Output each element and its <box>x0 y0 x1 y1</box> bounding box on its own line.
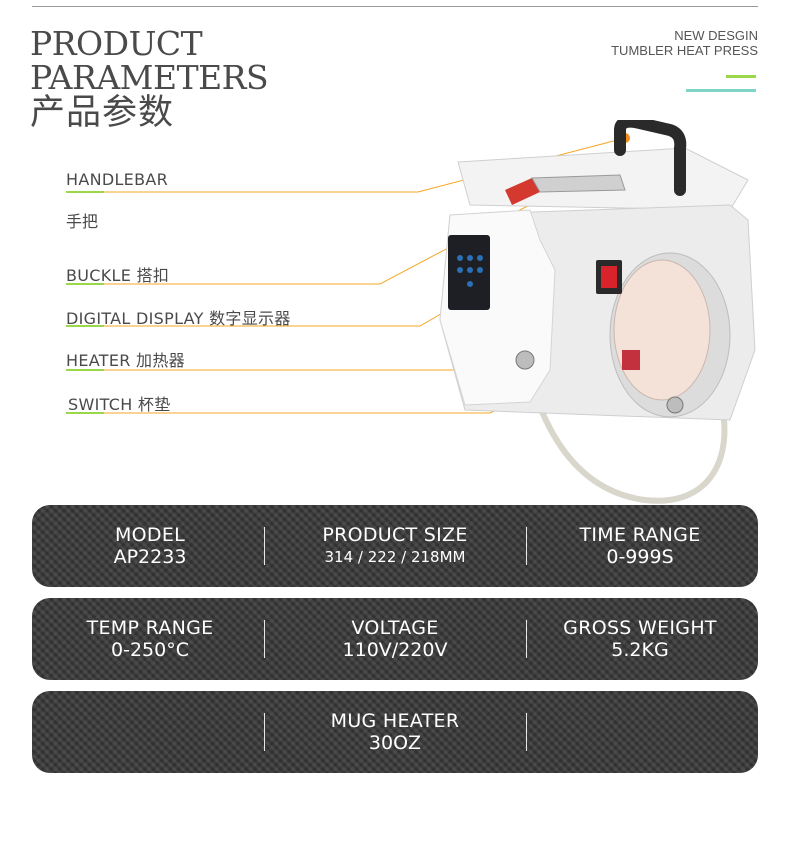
label-buckle: BUCKLE 搭扣 <box>66 266 170 285</box>
param-cell-mug-heater: MUG HEATER 30OZ <box>277 691 513 773</box>
param-value: 110V/220V <box>342 639 448 661</box>
label-underline <box>66 191 104 193</box>
param-value: 0-999S <box>606 546 674 568</box>
param-value: 30OZ <box>368 732 422 754</box>
param-divider <box>526 527 527 565</box>
accent-bar <box>726 75 756 78</box>
param-cell-temp-range: TEMP RANGE 0-250°C <box>32 598 268 680</box>
param-row: MODEL AP2233 PRODUCT SIZE 314 / 222 / 21… <box>32 505 758 587</box>
param-title: MUG HEATER <box>330 710 460 732</box>
label-handlebar-cn: 手把 <box>66 212 99 231</box>
param-value: 314 / 222 / 218MM <box>324 548 466 566</box>
label-digital-display: DIGITAL DISPLAY 数字显示器 <box>66 309 291 328</box>
param-value: 0-250°C <box>111 639 189 661</box>
product-tagline: NEW DESGIN TUMBLER HEAT PRESS <box>611 28 758 58</box>
param-divider <box>264 620 265 658</box>
param-divider <box>526 620 527 658</box>
param-divider <box>264 713 265 751</box>
param-cell-model: MODEL AP2233 <box>32 505 268 587</box>
param-title: PRODUCT SIZE <box>322 524 468 546</box>
param-title: GROSS WEIGHT <box>563 617 717 639</box>
param-title: TEMP RANGE <box>86 617 214 639</box>
label-switch: SWITCH 杯垫 <box>68 395 171 414</box>
label-heater: HEATER 加热器 <box>66 351 185 370</box>
top-divider <box>32 6 758 7</box>
param-title: VOLTAGE <box>351 617 439 639</box>
page-title: PRODUCT PARAMETERS <box>30 24 269 97</box>
param-cell-product-size: PRODUCT SIZE 314 / 222 / 218MM <box>277 505 513 587</box>
param-divider <box>526 713 527 751</box>
param-value: 5.2KG <box>611 639 669 661</box>
param-cell-time-range: TIME RANGE 0-999S <box>522 505 758 587</box>
param-value: AP2233 <box>113 546 187 568</box>
heat-press-illustration <box>439 120 756 504</box>
param-title: MODEL <box>114 524 186 546</box>
param-row: MUG HEATER 30OZ <box>32 691 758 773</box>
tagline-line-1: NEW DESGIN <box>674 28 758 43</box>
param-title: TIME RANGE <box>579 524 701 546</box>
accent-bar <box>686 89 756 92</box>
tagline-line-2: TUMBLER HEAT PRESS <box>611 43 758 58</box>
param-cell-voltage: VOLTAGE 110V/220V <box>277 598 513 680</box>
param-row: TEMP RANGE 0-250°C VOLTAGE 110V/220V GRO… <box>32 598 758 680</box>
label-handlebar: HANDLEBAR <box>66 170 169 189</box>
param-divider <box>264 527 265 565</box>
param-cell-gross-weight: GROSS WEIGHT 5.2KG <box>522 598 758 680</box>
page-title-chinese: 产品参数 <box>30 93 175 133</box>
